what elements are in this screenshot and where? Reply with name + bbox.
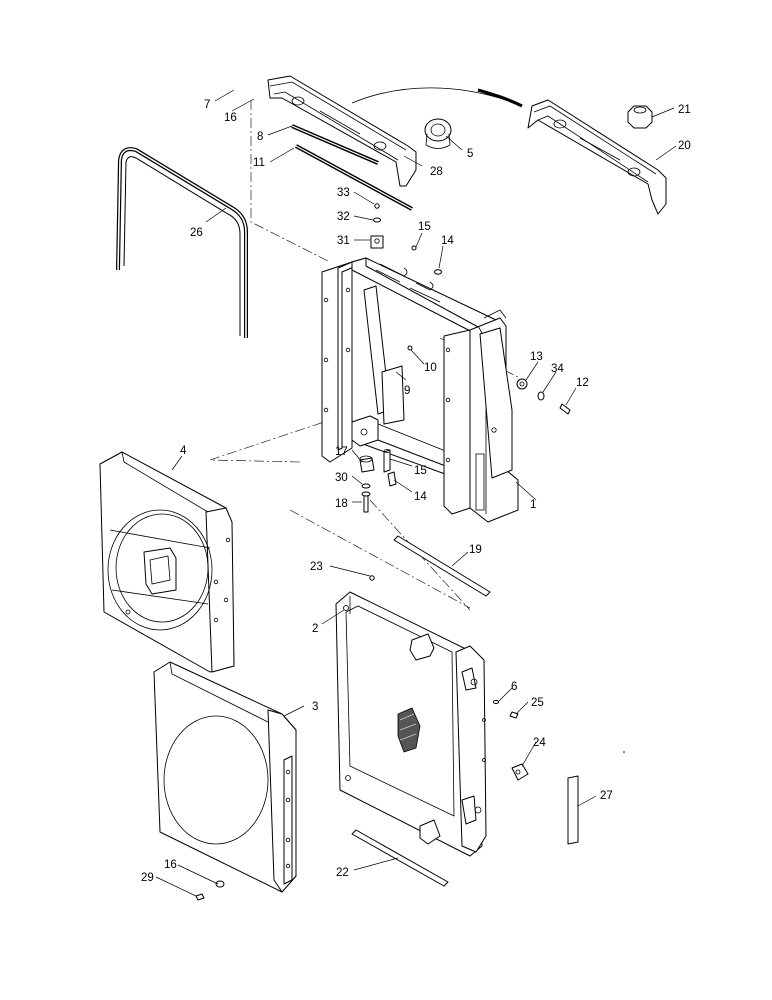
callout-13: 13	[530, 351, 543, 363]
callout-31: 31	[337, 235, 350, 247]
callout-23: 23	[310, 561, 323, 573]
callout-14-top: 14	[441, 235, 454, 247]
callout-12: 12	[576, 377, 589, 389]
callout-9: 9	[404, 385, 410, 397]
callout-11: 11	[253, 157, 265, 169]
callout-15-bottom: 15	[414, 465, 427, 477]
radiator-core	[335, 591, 487, 857]
grommet	[424, 118, 452, 149]
callout-5: 5	[467, 148, 473, 160]
callout-16-bottom: 16	[164, 859, 177, 871]
callout-33: 33	[337, 187, 350, 199]
callout-20: 20	[678, 140, 691, 152]
leader-lines	[155, 89, 677, 897]
callout-4: 4	[180, 445, 187, 457]
callout-21: 21	[678, 104, 691, 116]
callout-1: 1	[530, 499, 536, 511]
cap-fitting	[627, 105, 653, 129]
stray-dot	[623, 751, 625, 753]
callout-19: 19	[469, 544, 482, 556]
seal-loop	[116, 147, 248, 338]
callout-8: 8	[257, 131, 263, 143]
callout-3: 3	[312, 701, 318, 713]
callout-6: 6	[511, 681, 517, 693]
callout-25: 25	[531, 697, 544, 709]
bottom-left-hardware	[195, 880, 225, 901]
routing-line	[351, 87, 523, 108]
callout-34: 34	[551, 363, 564, 375]
callout-30: 30	[335, 472, 348, 484]
callout-26: 26	[190, 227, 203, 239]
callout-27: 27	[600, 790, 613, 802]
callout-29: 29	[141, 872, 154, 884]
fan-shroud-rear	[99, 451, 235, 673]
radiator-hardware	[369, 575, 529, 781]
callout-32: 32	[337, 211, 350, 223]
seal-strips	[291, 124, 413, 211]
callout-labels: 7 16 8 11 28 5 21 20 26 33 32 31 15 14 1…	[141, 99, 691, 884]
lower-hardware	[359, 245, 442, 513]
callout-2: 2	[312, 623, 318, 635]
callout-22: 22	[336, 867, 349, 879]
callout-24: 24	[533, 737, 546, 749]
hardware-stack-top	[370, 203, 384, 249]
top-bar-right	[527, 99, 667, 215]
callout-28: 28	[430, 166, 443, 178]
top-bar-bracket-left	[267, 75, 417, 187]
shroud-frame	[321, 257, 519, 523]
callout-7: 7	[204, 99, 210, 111]
callout-10: 10	[424, 362, 437, 374]
callout-18: 18	[335, 498, 348, 510]
callout-16: 16	[224, 112, 237, 124]
fan-shroud-front	[153, 661, 297, 893]
side-hardware	[516, 378, 571, 415]
callout-17: 17	[335, 446, 348, 458]
callout-14-bottom: 14	[414, 491, 427, 503]
seal-strips-lower	[351, 535, 579, 887]
callout-15-top: 15	[418, 221, 431, 233]
